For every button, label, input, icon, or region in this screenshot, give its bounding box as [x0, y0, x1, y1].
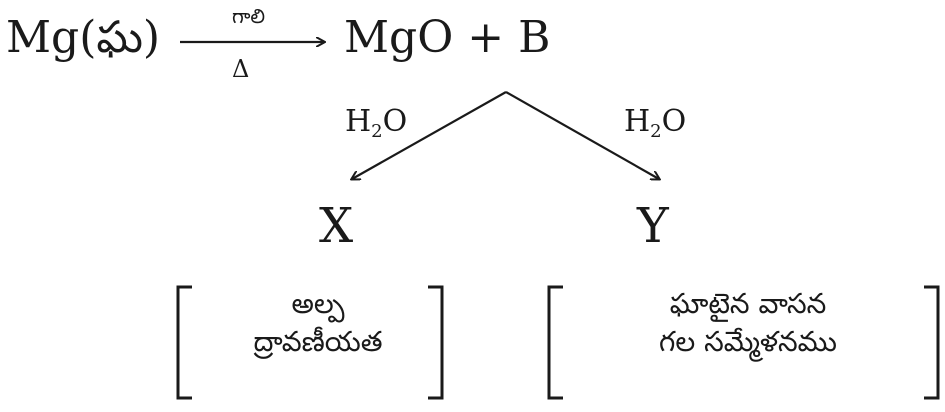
- bracket-y-right: [924, 285, 940, 400]
- product-x-label: X: [319, 198, 354, 254]
- bracket-x-right: [428, 285, 444, 400]
- product-y-description: ఘాటైన వాసన గల సమ్మేళనము: [568, 285, 928, 361]
- condition-air: గాలి: [232, 4, 266, 28]
- left-branch-reagent: H2O: [345, 104, 408, 142]
- reactant-formula: Mg(ఘ): [6, 12, 161, 63]
- branch-arrow-left: [352, 91, 507, 179]
- branch-arrow-right: [505, 91, 659, 179]
- product-x-description: అల్ప ద్రావణీయత: [198, 285, 438, 361]
- condition-heat: Δ: [232, 55, 250, 83]
- bracket-y-left: [547, 285, 563, 400]
- product-x-description-line2: ద్రావణీయత: [253, 324, 383, 358]
- product-y-description-line2: గల సమ్మేళనము: [659, 324, 837, 358]
- bracket-x-left: [176, 285, 192, 400]
- right-branch-reagent: H2O: [624, 104, 687, 142]
- product-formula: MgO + B: [344, 12, 551, 63]
- product-x-description-line1: అల్ప: [291, 287, 345, 320]
- product-y-label: Y: [637, 198, 669, 254]
- product-y-description-line1: ఘాటైన వాసన: [669, 287, 827, 320]
